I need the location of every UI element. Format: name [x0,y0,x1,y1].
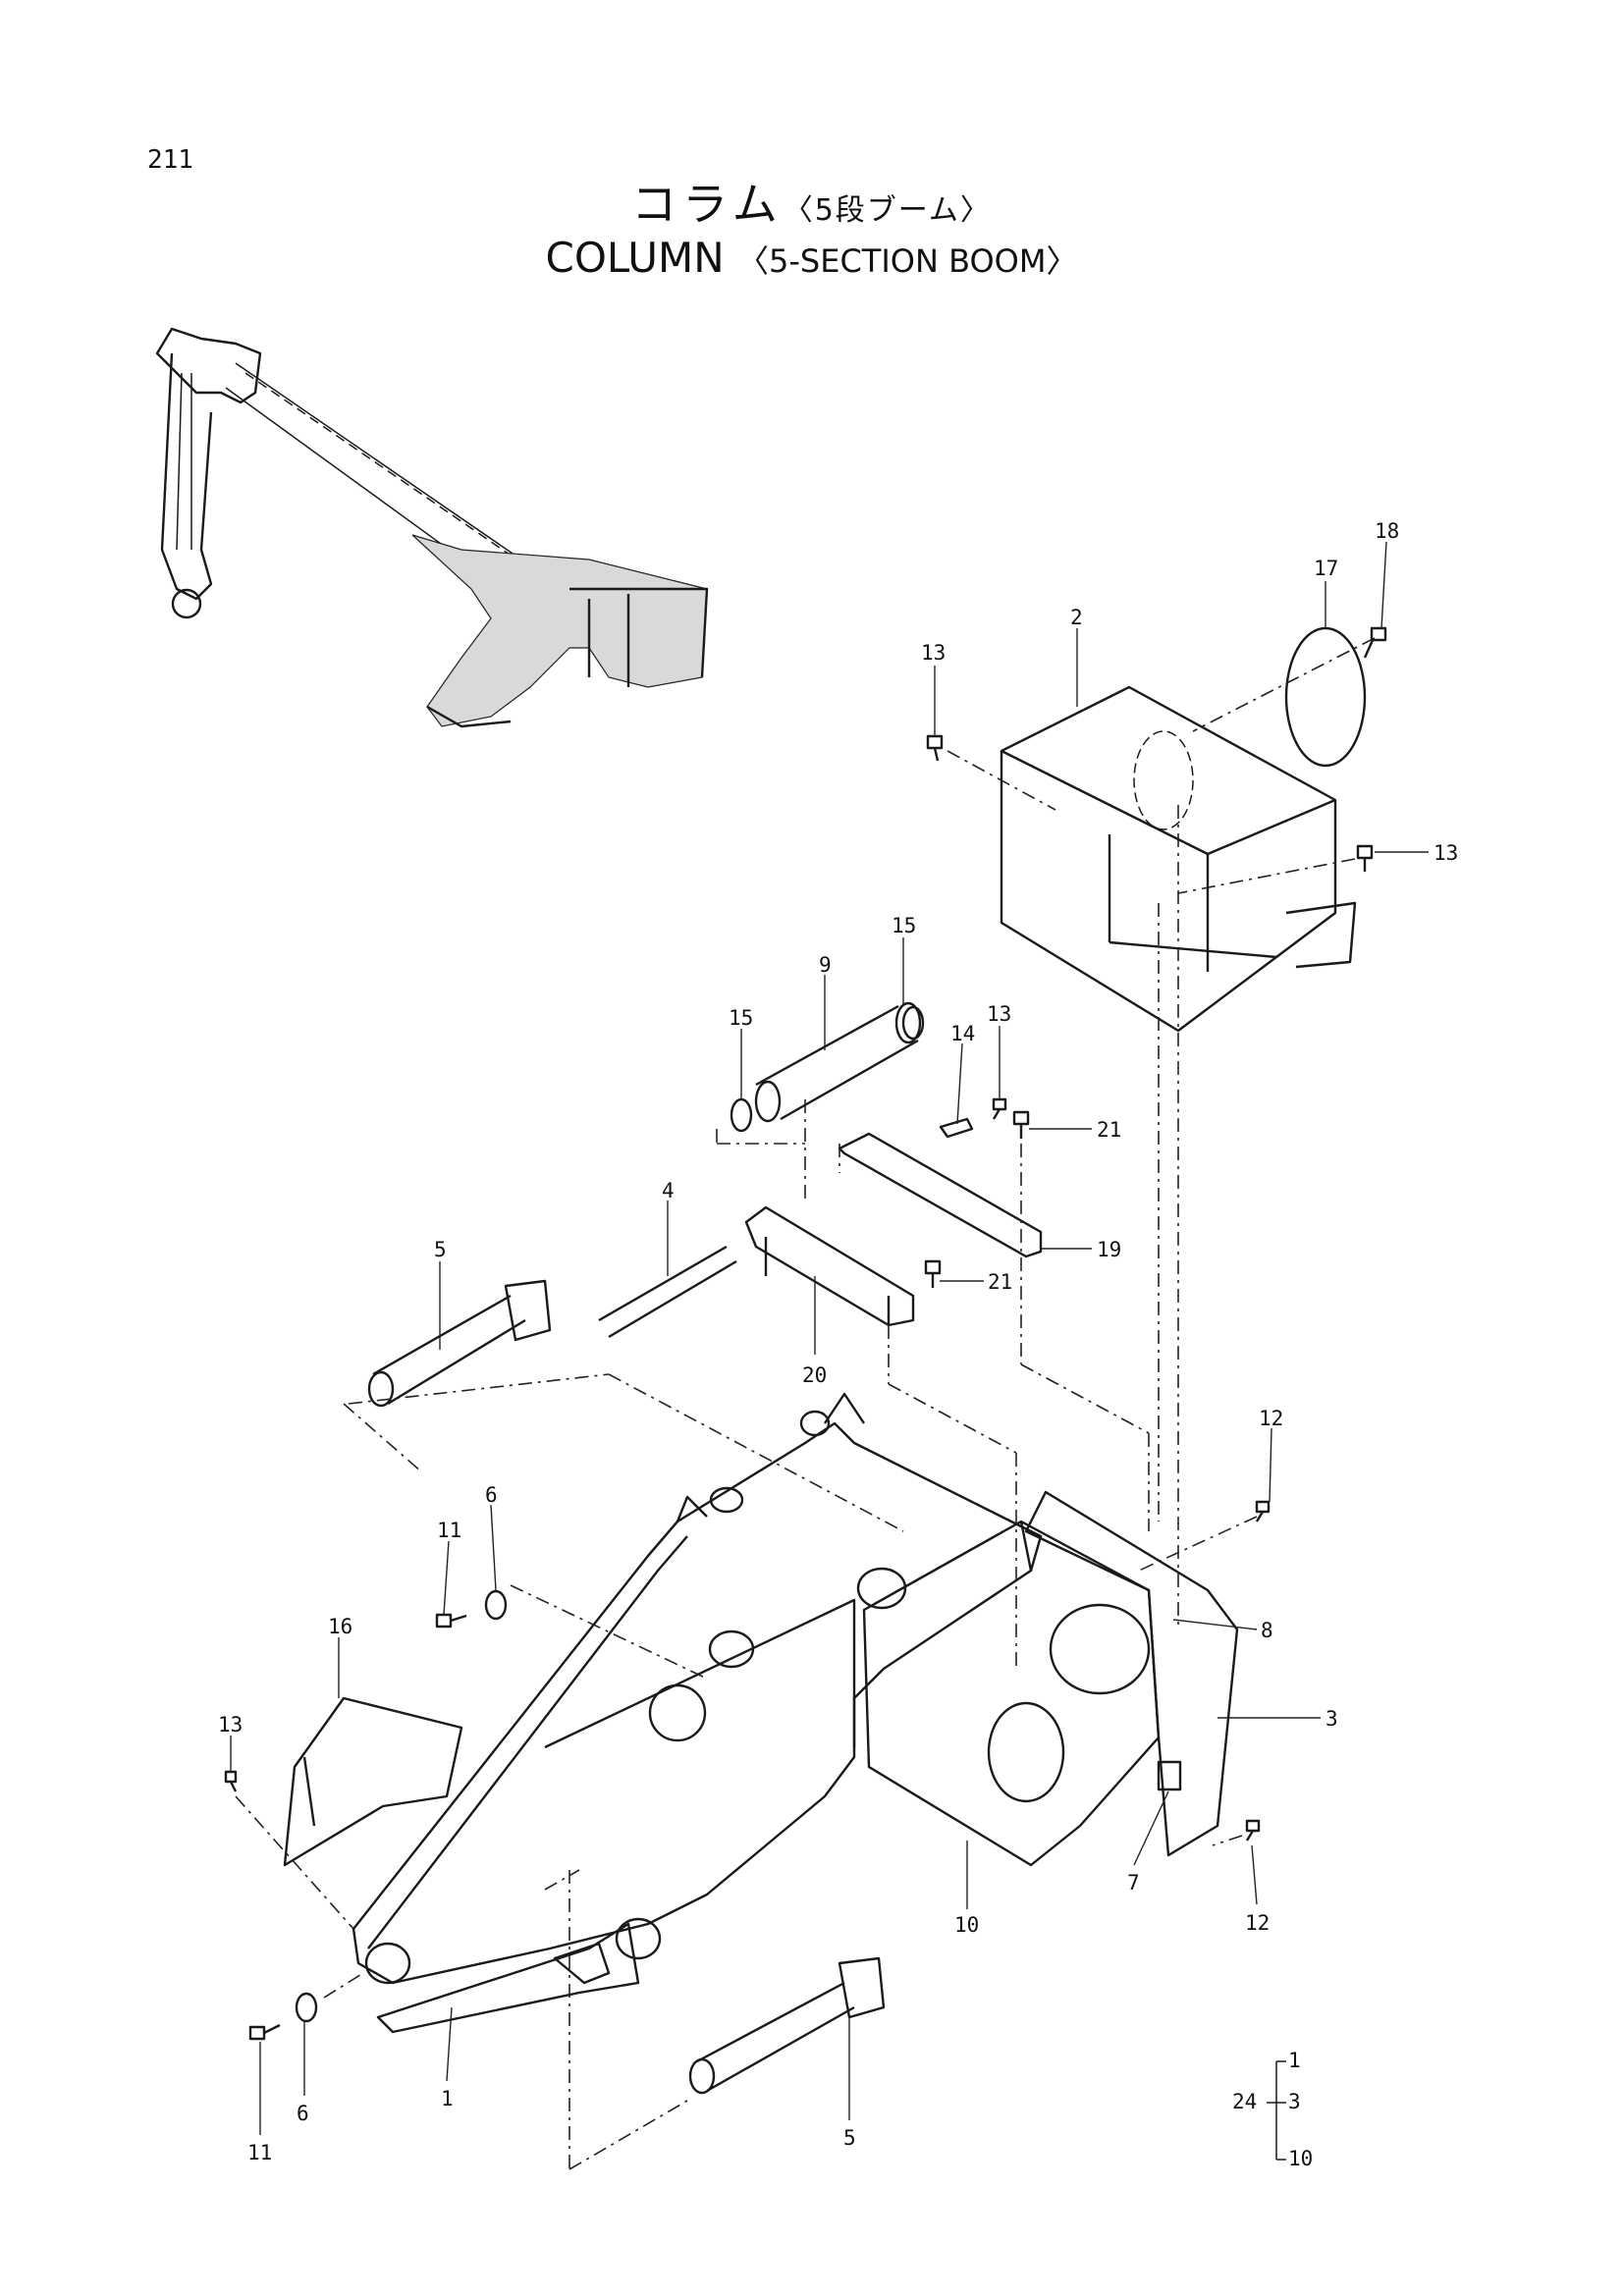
callout-21-b: 21 [988,1270,1012,1294]
part-13-bolts [224,734,1374,1792]
part-9-sleeve [754,1001,922,1123]
callout-2: 2 [1070,606,1083,629]
part-21-bolts [924,1110,1030,1288]
title-english: COLUMN 〈5-SECTION BOOM〉 [0,234,1623,282]
part-19-bracket [838,1132,1043,1258]
callout-6-a: 6 [485,1483,498,1507]
part-10-box [862,1520,1161,1867]
callout-6-b: 6 [297,2102,309,2125]
callout-labels: 18 17 2 13 13 15 9 15 13 14 21 19 4 21 2… [218,519,1458,2164]
part-8-cover [1049,1603,1151,1695]
callout-8: 8 [1261,1619,1273,1642]
assembly-dash-lines [235,637,1376,2170]
assembly-item-1: 1 [1288,2049,1301,2072]
title-en-main: COLUMN [545,234,725,282]
callout-13-a: 13 [921,641,946,665]
part-6-washers [295,1589,508,2023]
assembly-item-10: 10 [1288,2147,1313,2170]
callout-11-b: 11 [247,2141,272,2164]
part-12-bolts [1245,1500,1271,1842]
callout-20: 20 [802,1363,827,1387]
part-11-bolts [248,1613,467,2041]
part-3-housing [1024,1490,1239,1857]
part-10-opening [987,1701,1065,1803]
callout-16: 16 [328,1615,352,1638]
callout-13-c: 13 [987,1002,1011,1026]
callout-10: 10 [954,1913,979,1937]
page-number: 211 [147,145,193,175]
part-15-bushings [730,1005,925,1133]
part-17-plate [1284,626,1367,768]
title-japanese: コラム〈5段ブーム〉 [0,169,1623,234]
crane-overview-sketch [155,327,709,728]
assembly-item-3: 3 [1288,2090,1301,2113]
part-18-bolt [1363,626,1387,659]
callout-1: 1 [441,2087,454,2110]
callout-13-d: 13 [218,1713,243,1736]
callout-21-a: 21 [1097,1118,1121,1142]
callout-5-b: 5 [843,2126,856,2150]
callout-4: 4 [662,1179,675,1202]
part-20-bracket [744,1205,915,1327]
part-1-column [352,1392,1043,2034]
part-14-pin [939,1117,974,1139]
title-jp-sub: 〈5段ブーム〉 [783,193,992,228]
callout-7: 7 [1127,1871,1140,1895]
callout-15-b: 15 [729,1006,753,1030]
callout-18: 18 [1375,519,1399,543]
callout-15-a: 15 [892,914,916,937]
callout-12-b: 12 [1245,1911,1270,1935]
part-7-plate [1157,1760,1182,1791]
callout-17: 17 [1314,557,1338,580]
callout-leaders [230,541,1429,2135]
callout-14: 14 [950,1022,975,1045]
title-en-sub: 〈5-SECTION BOOM〉 [737,242,1078,280]
part-16-tray [283,1696,463,1867]
callout-11-a: 11 [437,1519,461,1542]
assembly-number: 24 [1232,2090,1257,2113]
title-jp-main: コラム [631,178,784,231]
callout-5-a: 5 [434,1238,447,1261]
part-4-pin [598,1245,737,1339]
callout-9: 9 [819,953,832,977]
callout-12-a: 12 [1259,1407,1283,1430]
part-2-cover [1000,685,1357,1033]
assembly-legend: 24 1 3 10 [1232,2049,1313,2170]
part-5-pins [367,1279,886,2095]
callout-13-b: 13 [1434,841,1458,865]
callout-3: 3 [1325,1707,1338,1731]
callout-19: 19 [1097,1238,1121,1261]
